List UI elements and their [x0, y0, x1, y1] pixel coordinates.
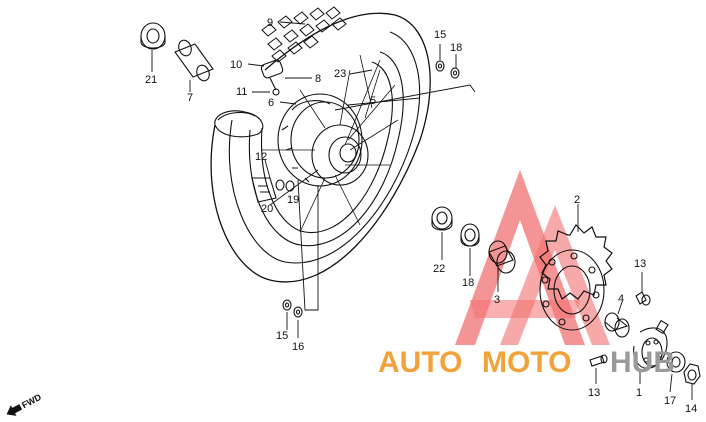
part-label: 12	[255, 151, 267, 163]
watermark-logo	[455, 170, 610, 345]
part-label: 10	[230, 59, 242, 71]
watermark-moto: MOTO	[482, 346, 571, 379]
collar-4	[604, 312, 630, 338]
part-label: 3	[494, 294, 500, 306]
part-label: 9	[267, 17, 273, 29]
part-label: 13	[588, 387, 600, 399]
valve	[260, 59, 284, 96]
nut-15-bottom	[282, 299, 292, 311]
washer-18-top	[450, 67, 460, 79]
nut-14	[683, 363, 701, 385]
seal-18	[460, 223, 480, 247]
watermark-hub: HUB	[610, 346, 675, 379]
leader-lines	[151, 21, 693, 400]
part-label: 22	[433, 263, 445, 275]
part-label: 18	[462, 277, 474, 289]
bearing-22	[431, 206, 453, 231]
sprocket-2	[539, 224, 613, 331]
collar-3	[488, 240, 516, 274]
hub	[277, 93, 369, 187]
part-label: 1	[636, 387, 642, 399]
part-label: 8	[315, 73, 321, 85]
spokes	[262, 54, 399, 233]
part-label: 16	[292, 341, 304, 353]
brake-parts	[251, 177, 295, 203]
fwd-label: FWD	[20, 392, 43, 411]
part-label: 15	[434, 29, 446, 41]
washer-16	[293, 306, 303, 318]
part-label: 19	[287, 194, 299, 206]
part-label: 11	[236, 86, 247, 98]
part-label: 18	[450, 42, 462, 54]
part-label: 20	[261, 203, 273, 215]
tire-tread	[261, 6, 347, 63]
part-labels: 9 21 7 10 8 11 6 23 15 18 5 12 19 20 2 2…	[145, 17, 697, 415]
part-label: 5	[370, 95, 376, 107]
part-label: 23	[334, 68, 346, 80]
part-label: 2	[574, 194, 580, 206]
part-label: 6	[268, 97, 274, 109]
part-label: 17	[664, 395, 676, 407]
washer-17	[666, 351, 686, 373]
bolt-13-bottom	[589, 354, 608, 367]
watermark-auto: AUTO	[378, 346, 462, 379]
part-label: 15	[276, 330, 288, 342]
tire	[210, 12, 431, 283]
bearing-21	[140, 22, 166, 50]
part-label: 14	[685, 403, 697, 415]
part-label: 13	[634, 258, 646, 270]
forward-arrow: FWD	[6, 392, 43, 416]
watermark-text: AUTO MOTO HUB	[378, 346, 675, 379]
part-label: 7	[187, 92, 193, 104]
part-label: 4	[618, 293, 624, 305]
bolt-13-top	[635, 291, 651, 306]
nut-15-top	[435, 60, 445, 72]
collar-7	[174, 39, 214, 82]
part-label: 21	[145, 74, 157, 86]
flange-1	[633, 319, 669, 369]
